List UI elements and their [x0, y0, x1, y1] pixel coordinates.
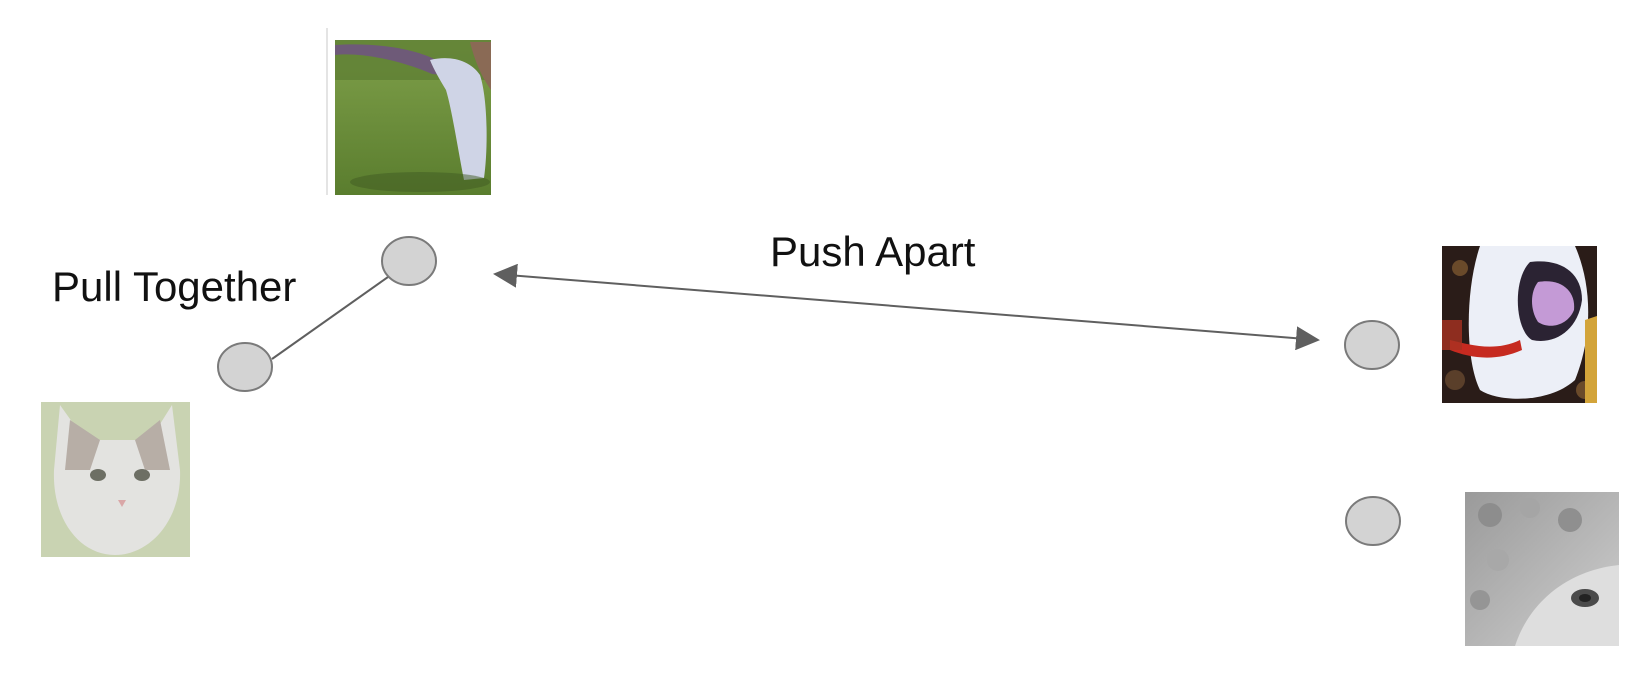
- dog-grayscale-image: [1465, 492, 1619, 646]
- pull-together-label: Pull Together: [52, 263, 296, 310]
- negative-node-lower: [1345, 496, 1401, 546]
- pull-together-line: [271, 276, 389, 360]
- negative-node-upper: [1344, 320, 1400, 370]
- positive-node: [217, 342, 273, 392]
- push-apart-arrow: [493, 263, 1320, 351]
- anchor-node: [381, 236, 437, 286]
- dog-open-mouth-image: [1442, 246, 1597, 403]
- push-apart-label: Push Apart: [770, 228, 976, 275]
- cat-tail-grass-image: [326, 28, 491, 195]
- kitten-image: [41, 402, 190, 557]
